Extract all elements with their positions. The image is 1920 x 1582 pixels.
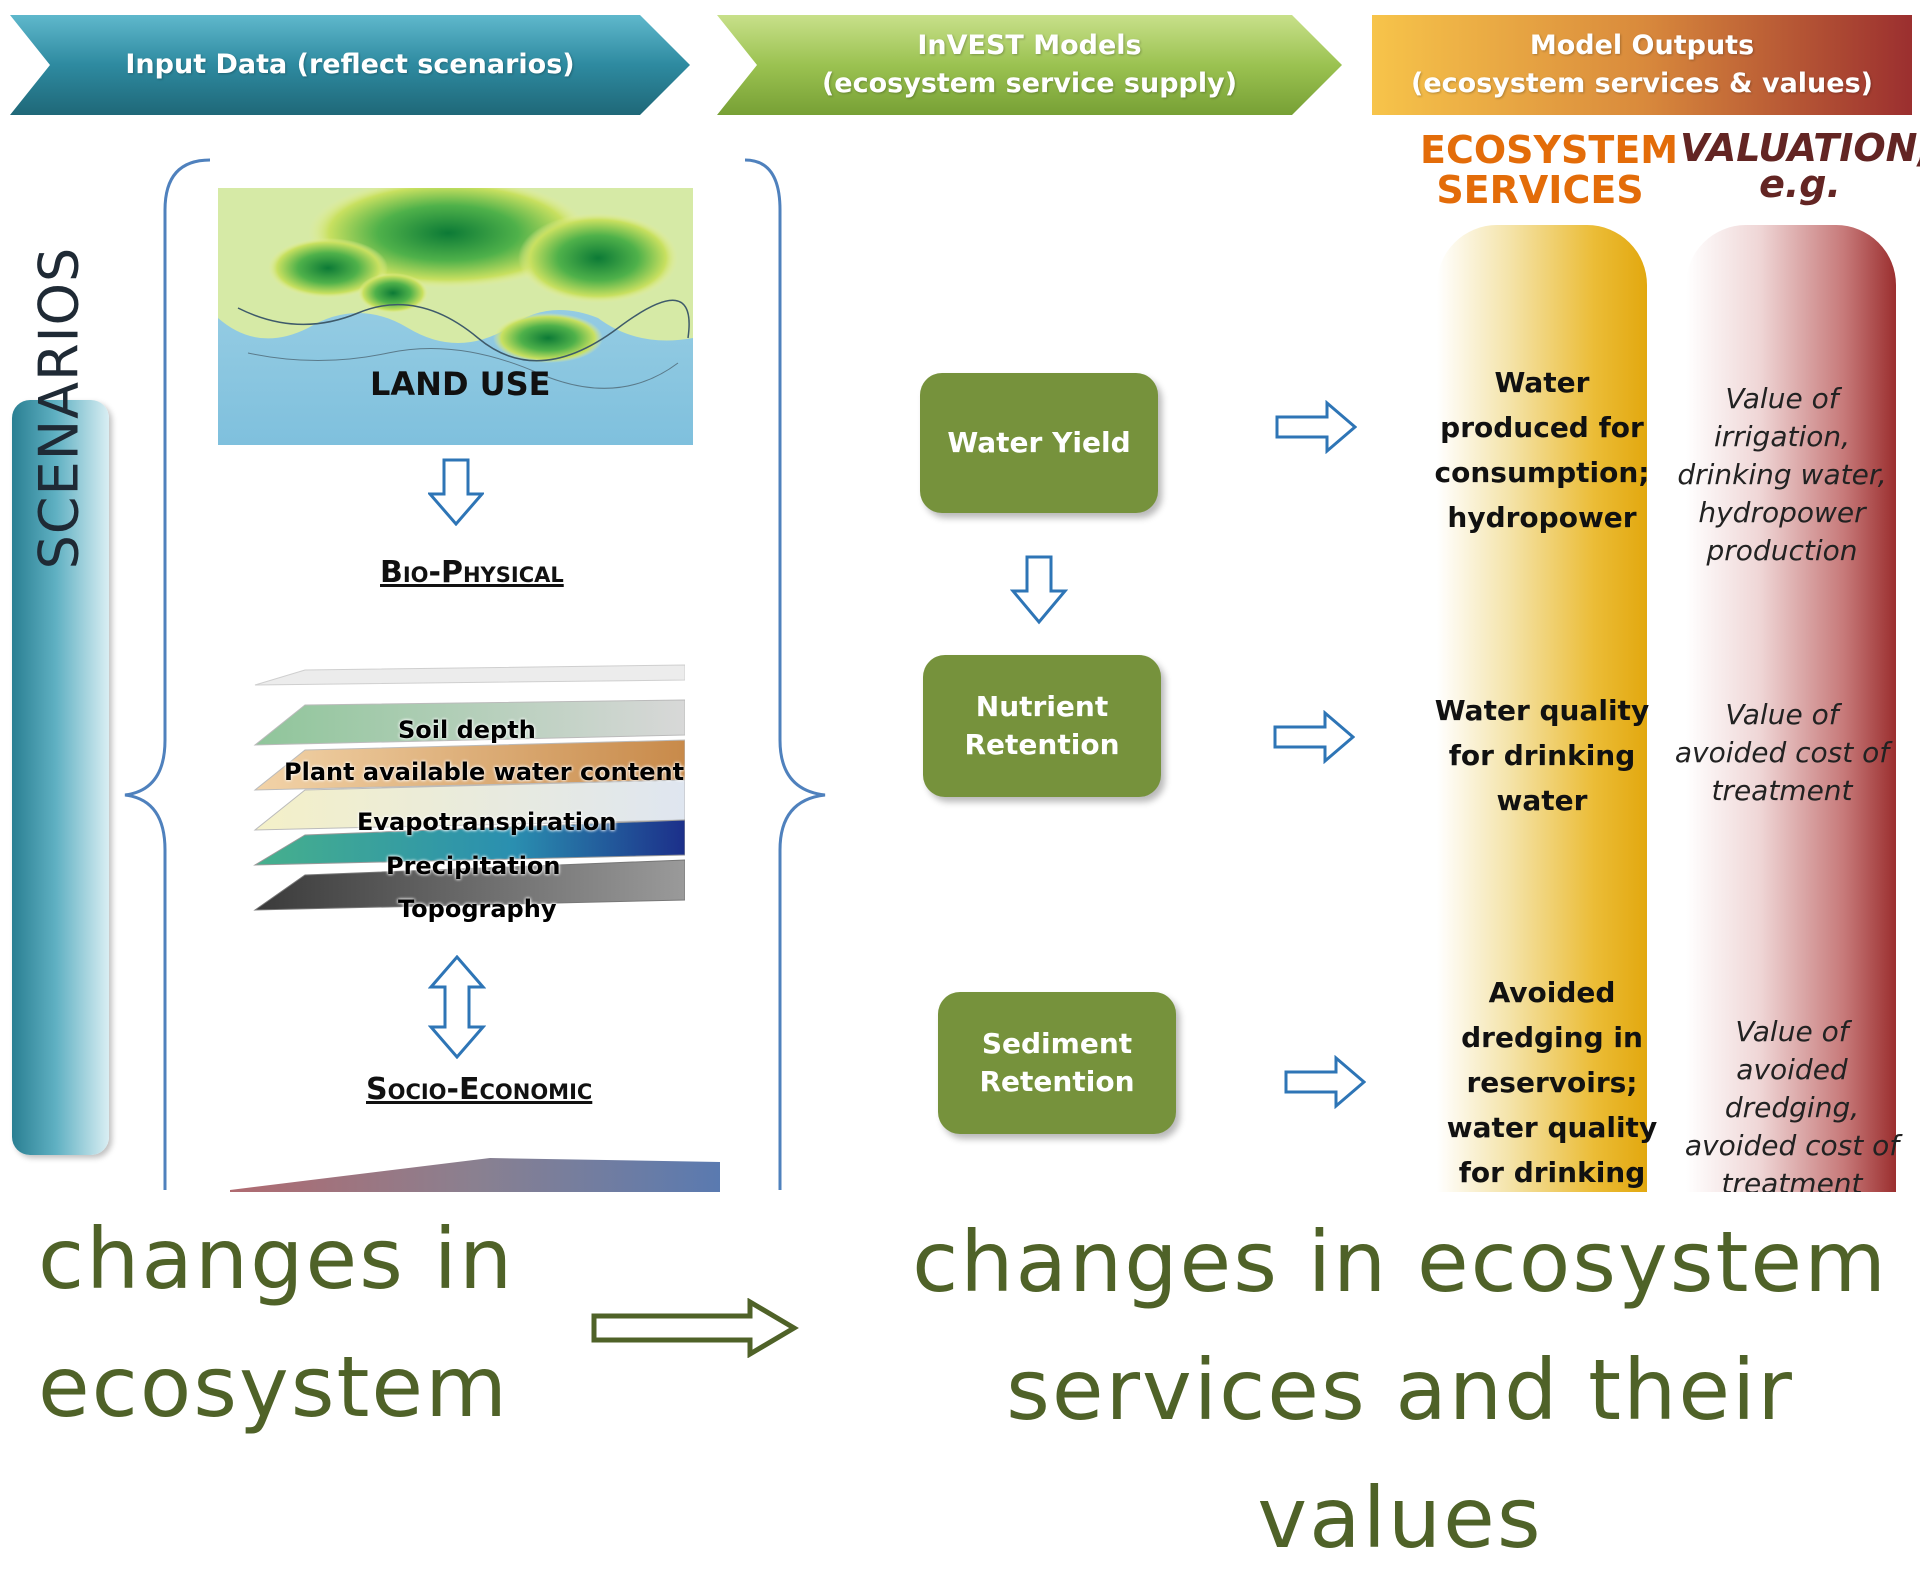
bottom-right-line2: services and their values	[1006, 1341, 1794, 1567]
right-arrow-icon-3	[1284, 1055, 1366, 1109]
input-data-chevron: Input Data (reflect scenarios)	[10, 15, 690, 115]
val-line: drinking water,	[1677, 458, 1887, 491]
bio-physical-heading: Bio-Physical	[380, 555, 564, 590]
layer-plant-water: Plant available water content	[284, 758, 685, 786]
es-heading-line1: ECOSYSTEM	[1420, 128, 1679, 172]
val-line: avoided cost of	[1684, 1129, 1900, 1162]
sediment-label-line1: Sediment	[981, 1027, 1133, 1060]
bottom-right-line1: changes in ecosystem	[912, 1213, 1888, 1311]
es-line: consumption;	[1434, 456, 1650, 489]
layer-precipitation: Precipitation	[386, 852, 561, 880]
invest-models-chevron: InVEST Models (ecosystem service supply)	[717, 15, 1342, 115]
water-yield-es-text: Water produced for consumption; hydropow…	[1432, 360, 1652, 540]
down-arrow-icon	[428, 458, 484, 526]
es-heading-line2: SERVICES	[1436, 168, 1644, 212]
es-line: hydropower	[1447, 501, 1637, 534]
sediment-retention-box: Sediment Retention	[938, 992, 1176, 1134]
invest-models-subtitle: (ecosystem service supply)	[821, 68, 1238, 99]
model-outputs-chevron: Model Outputs (ecosystem services & valu…	[1372, 15, 1912, 115]
val-line: Value of	[1725, 698, 1839, 731]
invest-models-title: InVEST Models	[917, 30, 1142, 61]
nutrient-es-text: Water quality for drinking water	[1432, 688, 1652, 823]
model-outputs-title: Model Outputs	[1529, 30, 1755, 61]
es-line: dredging in	[1461, 1021, 1643, 1054]
model-down-arrow-icon	[1010, 555, 1068, 625]
es-line: Water quality	[1434, 694, 1650, 727]
bottom-right-arrow-icon	[591, 1298, 799, 1358]
sediment-es-text: Avoided dredging in reservoirs; water qu…	[1442, 970, 1662, 1195]
es-line: produced for	[1440, 411, 1644, 444]
sediment-val-text: Value of avoided dredging, avoided cost …	[1672, 1013, 1912, 1203]
invest-models-chevron-shape	[717, 15, 1342, 115]
input-data-chevron-shape	[10, 15, 690, 115]
water-yield-val-text: Value of irrigation, drinking water, hyd…	[1662, 380, 1902, 570]
nutrient-retention-box: Nutrient Retention	[923, 655, 1161, 797]
val-line: treatment	[1711, 774, 1853, 807]
bottom-panel	[0, 1192, 1920, 1440]
bottom-right-text: changes in ecosystem services and their …	[880, 1198, 1920, 1582]
es-line: for drinking	[1448, 739, 1636, 772]
layer-evapotranspiration: Evapotranspiration	[357, 808, 617, 836]
scenarios-label: SCENARIOS	[27, 246, 91, 570]
scenarios-bar	[12, 400, 109, 1155]
nutrient-val-text: Value of avoided cost of treatment	[1662, 696, 1902, 810]
val-line: hydropower	[1698, 496, 1866, 529]
bottom-left-text: changes in ecosystem	[38, 1195, 514, 1451]
val-line: dredging,	[1724, 1091, 1860, 1124]
es-line: Water	[1494, 366, 1590, 399]
water-yield-box: Water Yield	[920, 373, 1158, 513]
land-use-map	[218, 188, 693, 445]
val-line: avoided cost of	[1674, 736, 1890, 769]
val-line: irrigation,	[1713, 420, 1851, 453]
bottom-left-line2: ecosystem	[38, 1338, 509, 1436]
val-line: production	[1706, 534, 1858, 567]
val-heading-line1: VALUATION,	[1680, 126, 1920, 170]
right-arrow-icon-2	[1273, 710, 1355, 764]
es-line: water quality	[1446, 1111, 1658, 1144]
ecosystem-services-heading: ECOSYSTEM SERVICES	[1420, 128, 1679, 212]
left-brace	[124, 158, 211, 1190]
es-line: Avoided	[1488, 976, 1616, 1009]
nutrient-label-line1: Nutrient	[975, 690, 1109, 723]
input-data-label: Input Data (reflect scenarios)	[125, 49, 575, 80]
es-line: for drinking	[1458, 1156, 1646, 1189]
val-heading-line2: e.g.	[1759, 162, 1841, 206]
water-yield-label: Water Yield	[947, 426, 1131, 459]
socio-economic-heading: Socio-Economic	[366, 1072, 593, 1107]
layer-soil-depth: Soil depth	[398, 716, 536, 744]
bottom-left-line1: changes in	[38, 1210, 515, 1308]
val-line: avoided	[1736, 1053, 1848, 1086]
es-line: water	[1496, 784, 1588, 817]
model-outputs-subtitle: (ecosystem services & values)	[1410, 68, 1873, 99]
right-arrow-icon-1	[1275, 400, 1357, 454]
right-brace	[744, 158, 826, 1190]
biophysical-layers-stack	[253, 664, 685, 911]
model-outputs-chevron-shape	[1372, 15, 1912, 115]
nutrient-label-line2: Retention	[964, 728, 1120, 761]
land-use-label: LAND USE	[370, 365, 551, 403]
sediment-label-line2: Retention	[979, 1065, 1135, 1098]
double-arrow-icon	[428, 955, 486, 1059]
valuation-heading: VALUATION, e.g.	[1680, 126, 1920, 206]
val-line: Value of	[1735, 1015, 1849, 1048]
es-line: reservoirs;	[1466, 1066, 1638, 1099]
braces	[124, 158, 826, 1190]
val-line: Value of	[1725, 382, 1839, 415]
layer-topography: Topography	[398, 895, 557, 923]
